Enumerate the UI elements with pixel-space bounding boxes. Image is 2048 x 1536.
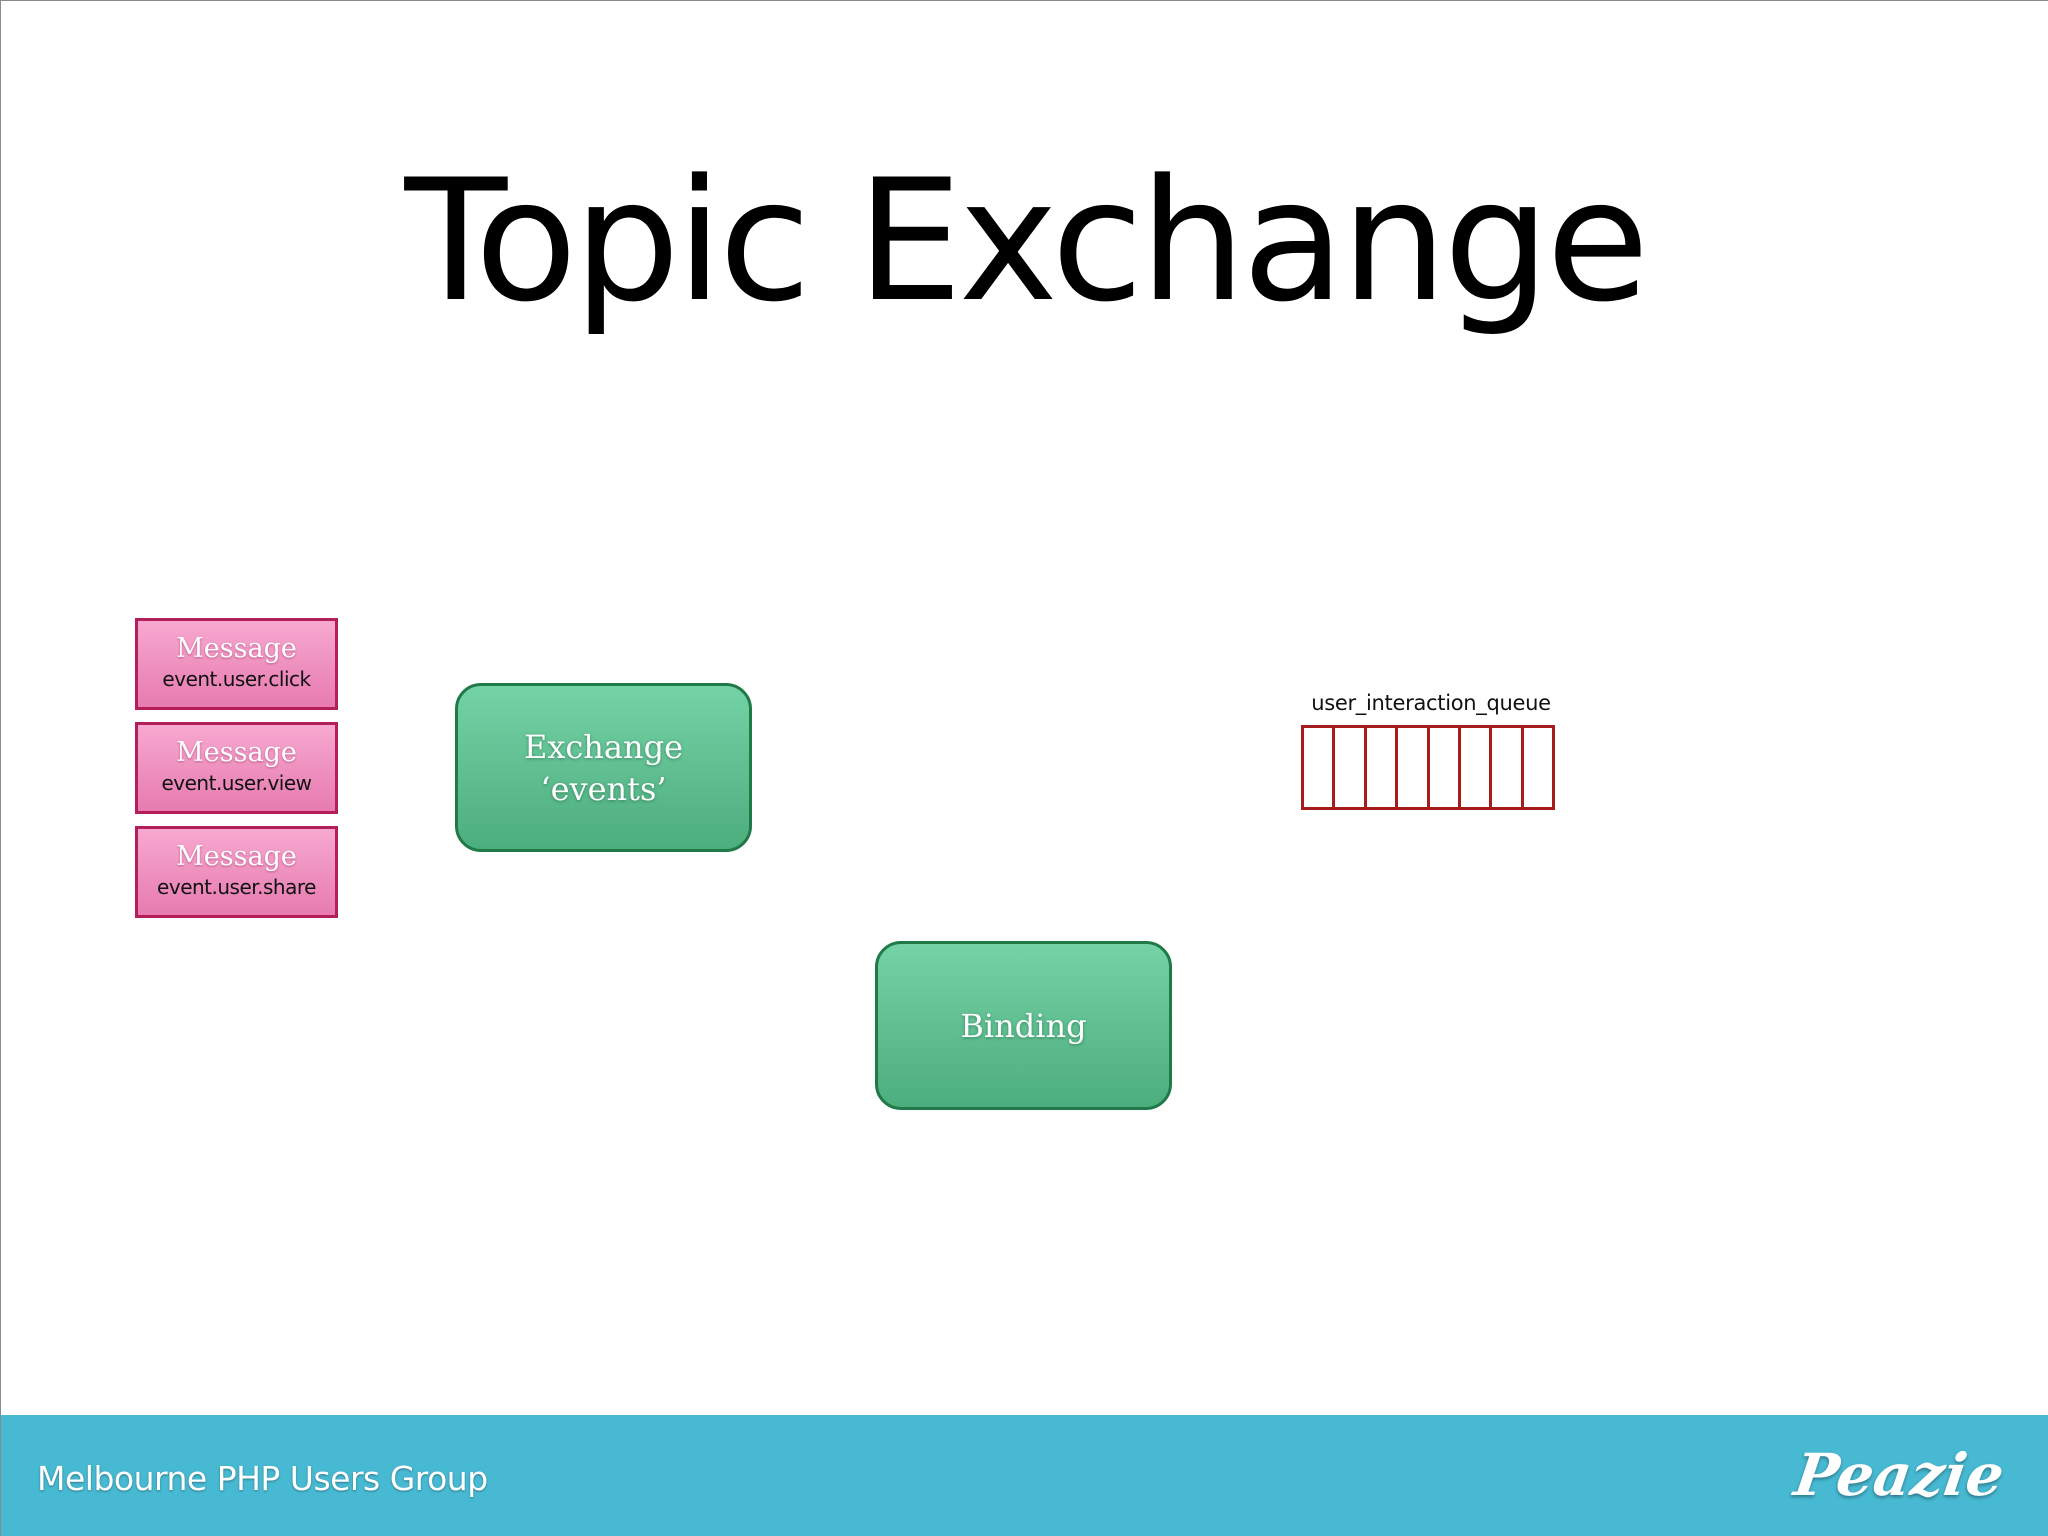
message-box-click: Message event.user.click [135,618,338,710]
queue-slot [1398,728,1430,807]
message-routing-key: event.user.click [162,667,311,691]
queue-slot [1461,728,1493,807]
message-label: Message [176,841,297,872]
binding-box: Binding [875,941,1172,1110]
queue-slot [1335,728,1367,807]
exchange-name: ‘events’ [540,769,667,808]
message-routing-key: event.user.share [157,875,316,899]
footer-bar: Melbourne PHP Users Group Peazie [1,1415,2048,1536]
queue-slot [1524,728,1552,807]
message-box-view: Message event.user.view [135,722,338,814]
exchange-box: Exchange ‘events’ [455,683,752,852]
queue-box [1301,725,1555,810]
message-label: Message [176,633,297,664]
message-routing-key: event.user.view [161,771,312,795]
queue-slot [1304,728,1336,807]
footer-logo: Peazie [1789,1441,2008,1509]
exchange-label: Exchange [523,727,684,766]
binding-label: Binding [960,1006,1087,1045]
queue-name: user_interaction_queue [1311,691,1551,715]
slide-title: Topic Exchange [404,143,1650,339]
queue-slot [1367,728,1399,807]
queue-slot [1430,728,1461,807]
message-box-share: Message event.user.share [135,826,338,918]
footer-group-name: Melbourne PHP Users Group [37,1459,488,1498]
queue-slot [1492,728,1524,807]
message-label: Message [176,737,297,768]
